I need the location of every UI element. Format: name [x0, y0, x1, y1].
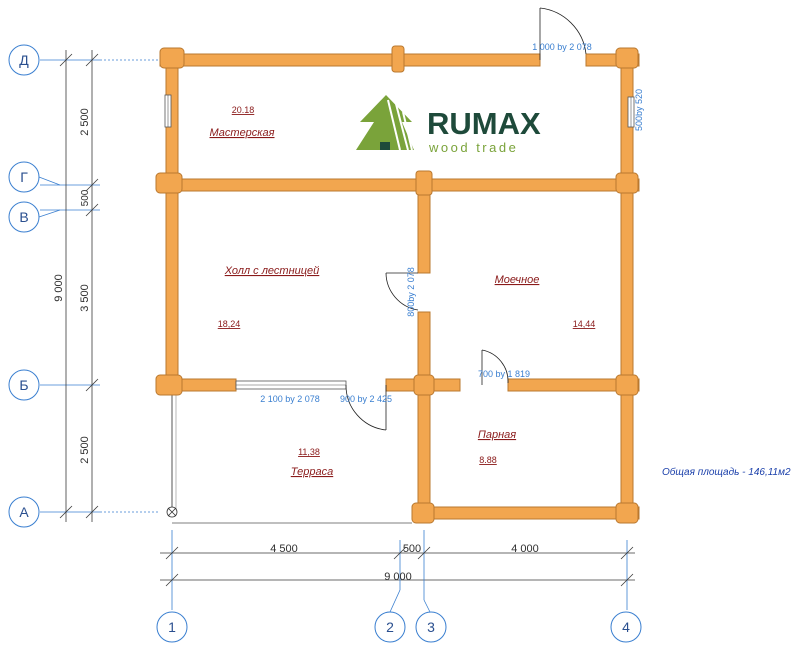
opening-label-entrance: 1 000 by 2 078	[532, 42, 592, 52]
axis-col-4: 4	[622, 619, 630, 635]
terrace-outline	[166, 392, 412, 524]
doors	[345, 7, 587, 431]
dim-left-seg-1: 2 500	[79, 108, 91, 136]
room-area-terrace: 11,38	[298, 447, 320, 457]
total-area-label: Общая площадь - 146,11м2	[662, 466, 791, 478]
opening-label-terrace-window: 2 100 by 2 078	[260, 394, 320, 404]
room-name-terrace: Терраса	[291, 466, 333, 478]
bottom-dimension-lines	[160, 530, 635, 613]
axis-row-b: Б	[19, 377, 28, 393]
axis-col-1: 1	[168, 619, 176, 635]
dim-bottom-seg-3: 4 000	[511, 543, 539, 555]
axis-row-v: В	[19, 209, 28, 225]
room-name-washroom: Моечное	[495, 274, 540, 286]
axis-col-3: 3	[427, 619, 435, 635]
opening-label-steam-door: 700 by 1 819	[478, 369, 530, 379]
logo-tagline: wood trade	[428, 140, 518, 155]
opening-label-window-right: 500by 520	[634, 89, 644, 131]
dim-left-seg-3: 3 500	[79, 284, 91, 312]
brand-logo: RUMAX wood trade	[356, 95, 541, 155]
dim-left-total: 9 000	[53, 274, 65, 302]
dim-bottom-total: 9 000	[384, 571, 412, 583]
room-area-workshop: 20.18	[232, 105, 255, 115]
logo-tree-icon	[356, 95, 414, 151]
logo-brand-text: RUMAX	[427, 106, 541, 141]
room-area-steam: 8.88	[479, 455, 497, 465]
axis-row-g: Г	[20, 169, 28, 185]
room-name-steam: Парная	[478, 429, 516, 441]
dim-bottom-seg-1: 4 500	[270, 543, 298, 555]
room-name-workshop: Мастерская	[210, 127, 275, 139]
dim-bottom-seg-2: 500	[403, 543, 421, 555]
axis-col-2: 2	[386, 619, 394, 635]
row-axis-markers	[8, 44, 61, 528]
dim-left-seg-2: 500	[80, 189, 91, 206]
opening-label-hall-door: 800by 2 078	[406, 267, 416, 317]
room-area-hall: 18,24	[218, 319, 241, 329]
opening-label-terrace-door: 900 by 2 425	[340, 394, 392, 404]
dim-left-seg-4: 2 500	[79, 436, 91, 464]
column-axis-markers	[156, 611, 642, 643]
axis-row-d: Д	[19, 52, 29, 68]
left-dimension-lines	[40, 50, 160, 522]
walls	[155, 45, 640, 524]
room-name-hall: Холл с лестницей	[224, 265, 320, 277]
room-area-washroom: 14,44	[573, 319, 596, 329]
axis-row-a: А	[19, 504, 29, 520]
